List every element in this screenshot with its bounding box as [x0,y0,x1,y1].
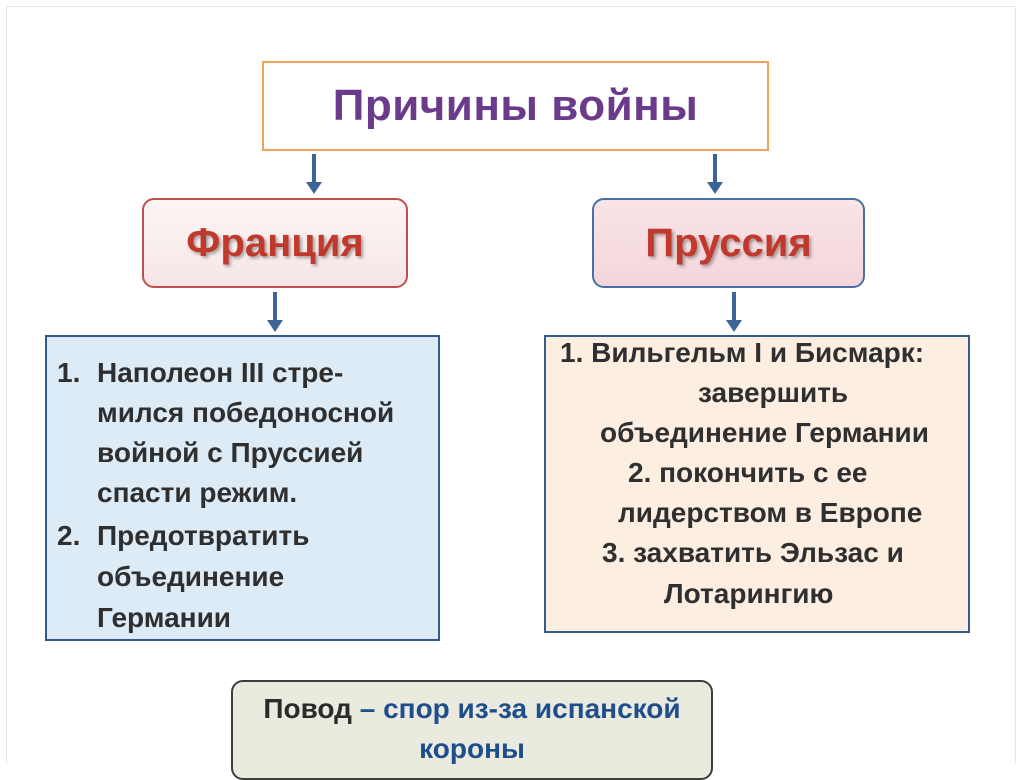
france-box: Франция [142,198,408,288]
arrow-prussia-to-reasons [726,292,742,332]
pretext-box: Повод – спор из-за испанской короны [231,680,713,780]
france-reason-1-line-2: мился победоносной [97,397,395,428]
diagram-title: Причины войны [332,81,699,130]
pretext-text-2: короны [419,733,525,764]
prussia-reason-line-4: 2. покончить с ее [628,457,868,488]
slide-frame [6,6,1016,764]
france-reason-1-line-1: Наполеон III стре- [97,357,344,388]
france-reason-1-line-3: войной с Пруссией [97,437,364,468]
pretext-line-1: Повод – спор из-за испанской [233,695,711,723]
prussia-reason-line-1: 1. Вильгельм I и Бисмарк: [560,337,925,368]
france-reasons-box: 1. Наполеон III стре- мился победоносной… [45,335,440,641]
pretext-line-2: короны [233,735,711,763]
prussia-reason-line-6: 3. захватить Эльзас и [602,537,904,568]
france-reason-1-number: 1. [57,357,81,388]
prussia-box: Пруссия [592,198,865,288]
france-reason-2-number: 2. [57,520,81,551]
pretext-label: Повод [263,693,352,724]
prussia-label: Пруссия [645,220,812,265]
france-reason-2-line-2: объединение [97,561,285,592]
france-label: Франция [186,220,364,265]
arrow-france-to-reasons [267,292,283,332]
pretext-text-1: – спор из-за испанской [351,693,681,724]
france-reason-2-line-3: Германии [97,602,232,633]
arrow-title-to-france [306,154,322,194]
france-reason-1-line-4: спасти режим. [97,477,298,508]
title-box: Причины войны [262,61,769,151]
prussia-reason-line-2: завершить [698,377,849,408]
arrow-title-to-prussia [707,154,723,194]
prussia-reason-line-5: лидерством в Европе [618,497,923,528]
prussia-reasons-box: 1. Вильгельм I и Бисмарк: завершить объе… [544,335,970,633]
prussia-reason-line-3: объединение Германии [600,417,929,448]
france-reason-2-line-1: Предотвратить [97,520,310,551]
prussia-reason-line-7: Лотарингию [664,578,834,609]
